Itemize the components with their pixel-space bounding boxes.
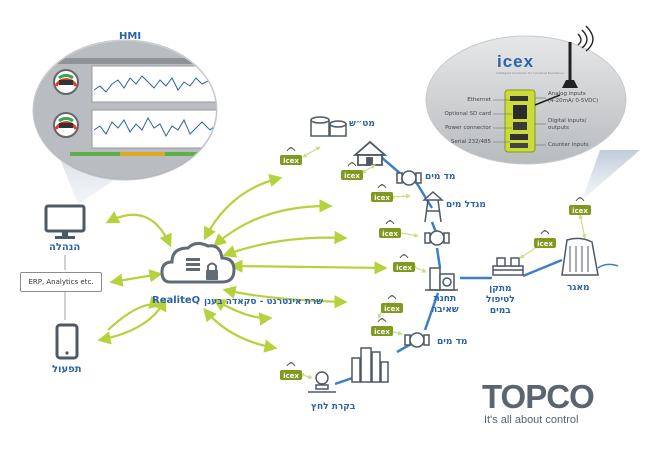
- icex-io-label: Analog inputs (4-20mA/ 0-5VDC): [548, 91, 599, 104]
- svg-text:icex: icex: [374, 328, 390, 336]
- icex-device: icex: [533, 228, 557, 254]
- data-flow-arrows-left: [97, 211, 172, 345]
- realiteq-label: RealiteQ: [152, 295, 201, 306]
- icex-device: icex: [392, 252, 416, 278]
- topco-tagline: It's all about control: [484, 414, 579, 426]
- svg-text:icex: icex: [572, 207, 588, 215]
- topco-logo: TOPCO It's all about control: [482, 380, 604, 430]
- reservoir-label: מאגר: [567, 283, 590, 293]
- icex-device: icex: [340, 160, 364, 186]
- sewage-label: מט״ש: [349, 119, 375, 129]
- city-buildings-icon: [351, 347, 389, 383]
- icex-bubble-subtitle: Intelligent Controller for Industrial Ex…: [496, 71, 564, 75]
- erp-analytics-box: ERP, Analytics etc.: [20, 272, 102, 292]
- treatment-plant-label: מתקן לטיפול במים: [486, 284, 515, 316]
- icex-device: icex: [279, 360, 303, 386]
- topco-brand: TOPCO: [482, 378, 595, 415]
- pressure-control-icon: [308, 371, 336, 393]
- icex-port-label: Serial 232/485: [450, 139, 491, 145]
- icex-device: icex: [370, 182, 394, 208]
- icex-port-label: Ethernet: [467, 97, 491, 103]
- water-meter-icon: [396, 170, 422, 186]
- data-flow-arrows-right: [203, 174, 388, 353]
- svg-text:icex: icex: [384, 305, 400, 313]
- pumping-station-icon: [425, 267, 458, 291]
- water-tower-icon: [422, 190, 444, 223]
- pressure-control-label: בקרת לחץ: [311, 402, 356, 412]
- pumping-station-label: תחנת שאיבה: [431, 294, 459, 315]
- operation-label: תפעול: [52, 364, 82, 375]
- water-meter-icon-middle: [424, 230, 450, 246]
- icex-device: icex: [378, 218, 402, 244]
- svg-text:icex: icex: [283, 157, 299, 165]
- management-label: הנהלה: [49, 242, 81, 253]
- svg-text:icex: icex: [382, 230, 398, 238]
- sewage-plant-icon: [310, 116, 347, 137]
- treatment-plant-icon: [492, 257, 524, 276]
- icex-device: icex: [380, 293, 404, 319]
- icex-device: icex: [279, 145, 303, 171]
- water-meter-label-top: מד מים: [425, 172, 456, 182]
- svg-text:icex: icex: [283, 372, 299, 380]
- icex-bubble-title: icex: [497, 52, 535, 71]
- icex-port-label: Optional SD card: [444, 111, 491, 117]
- water-tower-label: מגדל מים: [446, 200, 486, 210]
- svg-text:icex: icex: [344, 172, 360, 180]
- svg-text:icex: icex: [396, 264, 412, 272]
- water-meter-icon-bottom: [404, 332, 430, 348]
- cloud-caption: שרת אינטרנט - סקאדה בענן: [204, 297, 324, 307]
- icex-callout-cone: [582, 150, 640, 200]
- smartphone-icon: [55, 323, 79, 360]
- svg-text:icex: icex: [374, 194, 390, 202]
- svg-text:icex: icex: [537, 240, 553, 248]
- icex-device: icex: [568, 195, 592, 221]
- icex-device: icex: [370, 316, 394, 342]
- icex-io-label: Digital inputs/ outputs: [548, 118, 587, 131]
- icex-bubble: [425, 25, 627, 165]
- icex-io-label: Counter inputs: [548, 142, 589, 148]
- reservoir-icon: [561, 237, 619, 276]
- icex-port-label: Power connector: [445, 125, 491, 131]
- water-meter-label-bottom: מד מים: [437, 337, 468, 347]
- hmi-bubble: [32, 39, 218, 181]
- cloud-icon: [160, 241, 236, 284]
- hmi-title: HMI: [119, 31, 142, 42]
- monitor-icon: [44, 204, 86, 239]
